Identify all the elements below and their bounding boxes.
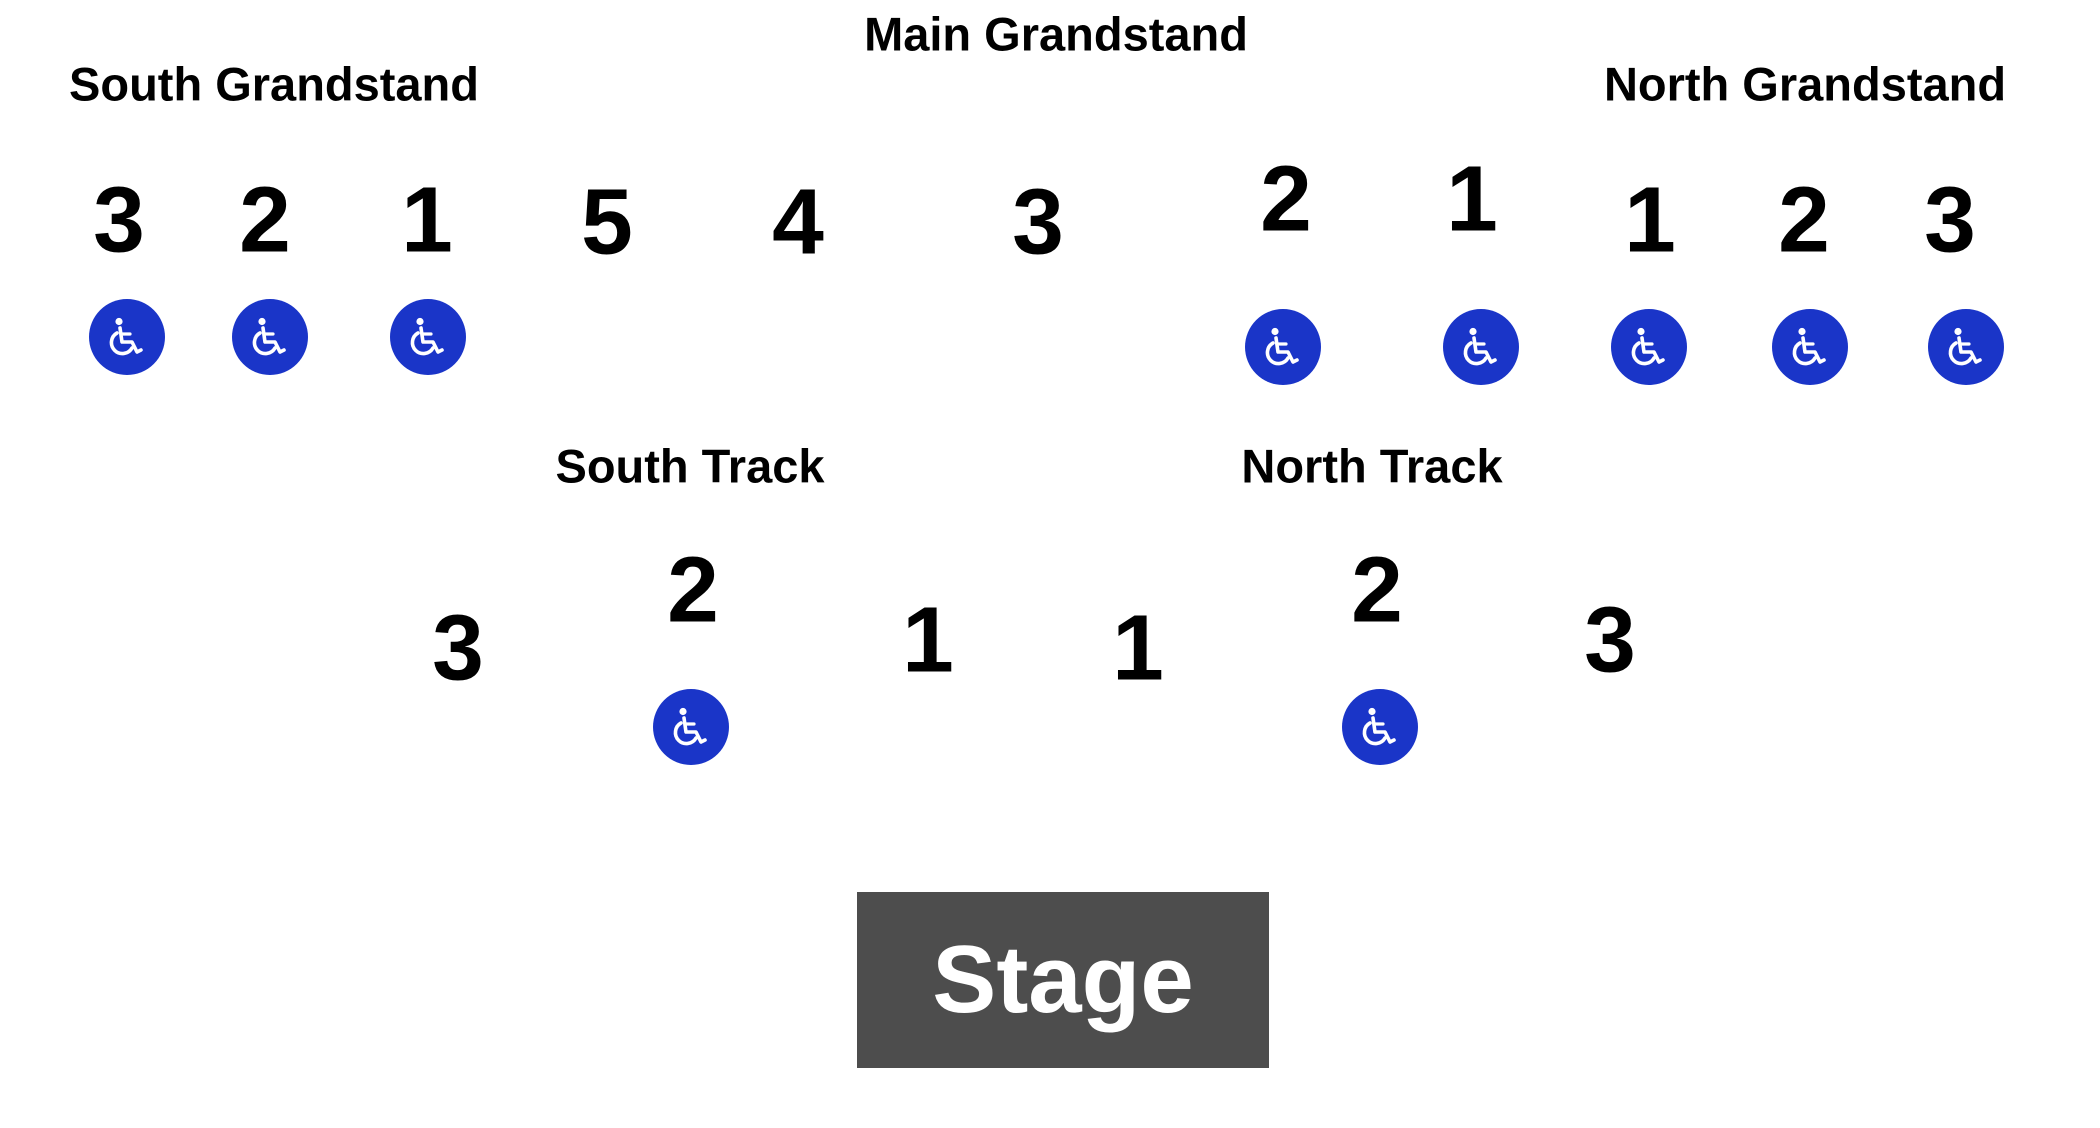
section-south-track-1[interactable]: 1 [902,587,954,692]
wheelchair-icon[interactable] [232,299,308,375]
area-label-north-grandstand: North Grandstand [1603,57,2007,111]
section-main-grandstand-5[interactable]: 5 [581,169,633,274]
wheelchair-icon[interactable] [653,689,729,765]
stage: Stage [857,892,1269,1068]
section-north-grandstand-1[interactable]: 1 [1624,167,1676,272]
section-north-grandstand-3[interactable]: 3 [1924,167,1976,272]
stage-label: Stage [932,926,1194,1033]
area-label-south-track: South Track [555,439,825,493]
wheelchair-icon[interactable] [1342,689,1418,765]
section-south-track-3[interactable]: 3 [432,595,484,700]
section-north-track-2[interactable]: 2 [1351,537,1403,642]
area-label-north-track: North Track [1241,439,1503,493]
section-main-grandstand-3[interactable]: 3 [1012,169,1064,274]
wheelchair-icon[interactable] [390,299,466,375]
section-south-grandstand-2[interactable]: 2 [239,167,291,272]
wheelchair-icon[interactable] [89,299,165,375]
wheelchair-icon[interactable] [1245,309,1321,385]
section-north-track-1[interactable]: 1 [1112,595,1164,700]
wheelchair-icon[interactable] [1611,309,1687,385]
section-main-grandstand-2[interactable]: 2 [1260,146,1312,251]
section-south-track-2[interactable]: 2 [667,537,719,642]
wheelchair-icon[interactable] [1928,309,2004,385]
wheelchair-icon[interactable] [1772,309,1848,385]
section-south-grandstand-3[interactable]: 3 [93,167,145,272]
wheelchair-icon[interactable] [1443,309,1519,385]
section-main-grandstand-4[interactable]: 4 [772,169,824,274]
section-north-track-3[interactable]: 3 [1584,587,1636,692]
section-south-grandstand-1[interactable]: 1 [401,167,453,272]
section-north-grandstand-2[interactable]: 2 [1778,167,1830,272]
section-main-grandstand-1[interactable]: 1 [1446,146,1498,251]
area-label-south-grandstand: South Grandstand [69,57,479,111]
area-label-main-grandstand: Main Grandstand [864,7,1248,61]
